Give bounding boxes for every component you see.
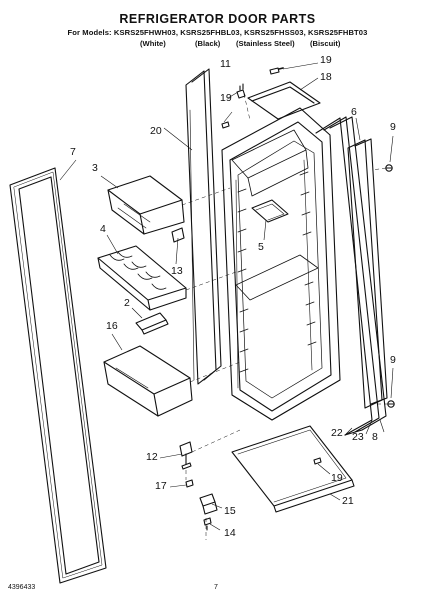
callout-22: 22 — [331, 427, 343, 439]
callout-2: 2 — [124, 297, 130, 309]
leader-12 — [159, 453, 183, 459]
callout-9-upper: 9 — [390, 121, 396, 133]
hinge-bracket — [199, 493, 218, 515]
door-shelf-bin — [107, 175, 185, 235]
door-outer-panel — [315, 116, 387, 436]
assembly-line-tray — [185, 271, 237, 291]
leader-4 — [106, 234, 119, 255]
leader-11 — [227, 91, 239, 99]
leader-16 — [111, 333, 123, 351]
leader-22 — [345, 427, 353, 435]
leader-8 — [379, 419, 385, 433]
callout-19-bottom: 19 — [331, 472, 343, 484]
callout-16: 16 — [106, 320, 118, 332]
door-bin — [103, 345, 193, 417]
egg-tray — [97, 245, 187, 311]
callout-8: 8 — [372, 431, 378, 443]
assembly-line-hinge — [191, 429, 241, 453]
hinge-screw — [185, 479, 194, 488]
page-title: REFRIGERATOR DOOR PARTS — [119, 12, 316, 26]
screw-bottom-trim — [313, 457, 322, 465]
callout-15: 15 — [224, 505, 236, 517]
callout-9-lower: 9 — [390, 354, 396, 366]
assembly-line-bushing — [243, 93, 251, 121]
bottom-trim — [231, 425, 355, 513]
leader-20 — [163, 127, 193, 151]
door-liner — [221, 107, 341, 421]
leader-6 — [355, 117, 361, 141]
breaker-strip — [185, 68, 222, 385]
leader-18 — [299, 77, 319, 91]
screw-right-upper — [385, 164, 393, 172]
callout-17: 17 — [155, 480, 167, 492]
leader-5 — [263, 219, 267, 241]
leader-2 — [131, 307, 143, 319]
leader-14 — [209, 523, 221, 531]
variant-stainless: (Stainless Steel) — [236, 39, 295, 48]
part-number: 4396433 — [8, 584, 36, 591]
callout-5: 5 — [258, 241, 264, 253]
callout-13: 13 — [171, 265, 183, 277]
leader-21 — [329, 493, 341, 501]
screw-top — [269, 67, 284, 75]
leader-13 — [175, 237, 179, 265]
variant-biscuit: (Biscuit) — [310, 39, 341, 48]
leader-9a — [389, 135, 394, 163]
callout-14: 14 — [224, 527, 236, 539]
leader-15 — [211, 503, 223, 509]
page-number: 7 — [214, 584, 218, 591]
dairy-shelf — [251, 199, 289, 223]
leader-19c — [317, 463, 331, 475]
callout-21: 21 — [342, 495, 354, 507]
callout-3: 3 — [92, 162, 98, 174]
callout-18: 18 — [320, 71, 332, 83]
leader-9b — [390, 367, 394, 399]
side-trim — [347, 138, 388, 409]
top-cap — [247, 81, 321, 120]
bottom-screw — [203, 517, 212, 531]
assembly-line-door-bin — [189, 361, 241, 383]
model-list: For Models: KSRS25FHWH03, KSRS25FHBL03, … — [67, 28, 368, 37]
callout-4: 4 — [100, 223, 106, 235]
bottom-hinge — [179, 441, 193, 470]
leader-3 — [100, 175, 119, 189]
leader-19a — [223, 111, 233, 123]
callout-23: 23 — [352, 431, 364, 443]
leader-23 — [365, 419, 373, 435]
callout-11: 11 — [220, 58, 231, 70]
screw-right-lower — [387, 400, 395, 408]
callout-19-liner: 19 — [220, 92, 232, 104]
callout-7: 7 — [70, 146, 76, 158]
callout-6: 6 — [351, 106, 357, 118]
assembly-line-bin — [181, 187, 231, 206]
retainer-clip — [135, 312, 169, 335]
variant-white: (White) — [140, 39, 166, 48]
leader-17 — [169, 484, 187, 488]
assembly-line-screw-upper — [371, 167, 387, 171]
screw-liner — [221, 121, 230, 129]
hinge-bushing — [236, 83, 246, 99]
callout-12: 12 — [146, 451, 158, 463]
door-gasket — [9, 167, 107, 584]
shelf-end-clip — [171, 227, 185, 243]
callout-20: 20 — [150, 125, 162, 137]
leader-19b — [282, 62, 319, 70]
leader-7 — [59, 159, 77, 181]
variant-black: (Black) — [195, 39, 221, 48]
callout-19-top: 19 — [320, 54, 332, 66]
